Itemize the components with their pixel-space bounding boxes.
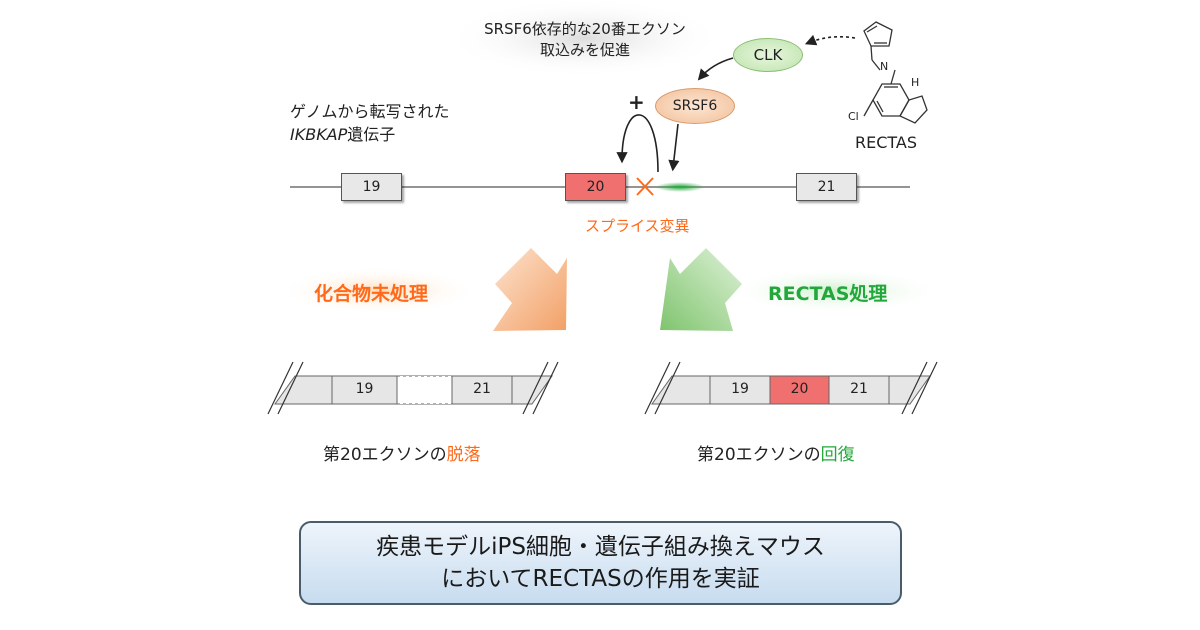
inclusion-arrow xyxy=(616,114,659,173)
splicing-label: スプライス変異 xyxy=(585,217,690,235)
mrna-left-21: 21 xyxy=(473,381,491,397)
right-branch-glow xyxy=(725,267,945,315)
srsf6-label: SRSF6 xyxy=(672,98,718,114)
exon-20: 20 xyxy=(565,173,626,201)
exon-21: 21 xyxy=(796,173,857,201)
clk-srsf6-arrow xyxy=(697,57,734,81)
caption-glow xyxy=(445,0,725,78)
rectas-clk-arrow xyxy=(804,34,856,46)
result-left-prefix: 第20エクソンの xyxy=(323,445,447,465)
result-left: 第20エクソンの脱落 xyxy=(323,440,481,465)
left-branch-arrow xyxy=(493,248,567,331)
srsf6-node: SRSF6 xyxy=(655,88,735,124)
mrna-right-20: 20 xyxy=(790,381,809,397)
result-right: 第20エクソンの回復 xyxy=(697,440,855,465)
rectas-atom-cl: Cl xyxy=(848,110,859,123)
gene-label-line1: ゲノムから転写された xyxy=(290,102,450,121)
mrna-left-19: 19 xyxy=(355,381,374,397)
srsf6-binding-arrow xyxy=(668,123,680,172)
mrna-right-19: 19 xyxy=(731,381,749,397)
conclusion-box: 疾患モデルiPS細胞・遺伝子組み換えマウス においてRECTASの作用を実証 xyxy=(299,521,902,605)
gene-name: IKBKAP xyxy=(290,125,348,144)
gene-suffix: 遺伝子 xyxy=(347,125,396,144)
clk-label: CLK xyxy=(753,46,783,64)
top-caption-line1: SRSF6依存的な20番エクソン xyxy=(484,20,686,38)
result-right-prefix: 第20エクソンの xyxy=(697,445,821,465)
right-branch-arrow xyxy=(660,248,742,331)
conclusion-line2: においてRECTASの作用を実証 xyxy=(441,566,760,592)
conclusion-line1: 疾患モデルiPS細胞・遺伝子組み換えマウス xyxy=(376,534,825,560)
clk-node: CLK xyxy=(733,38,803,72)
result-right-highlight: 回復 xyxy=(820,445,855,465)
top-caption-line2: 取込みを促進 xyxy=(539,41,630,59)
binding-site xyxy=(655,182,705,192)
right-branch-label: RECTAS処理 xyxy=(768,283,888,305)
plus-sign: + xyxy=(628,90,645,114)
rectas-atom-n: N xyxy=(880,60,889,73)
left-branch-label: 化合物未処理 xyxy=(314,283,429,305)
gene-label-line2: IKBKAP遺伝子 xyxy=(290,121,395,145)
mutation-mark xyxy=(636,177,654,196)
result-left-highlight: 脱落 xyxy=(446,445,481,465)
left-branch-glow xyxy=(278,267,478,315)
mrna-right-21: 21 xyxy=(850,381,868,397)
rectas-label: RECTAS xyxy=(855,133,918,152)
rectas-structure xyxy=(863,21,928,124)
rectas-atom-h: H xyxy=(911,76,920,89)
exon-19: 19 xyxy=(341,173,402,201)
